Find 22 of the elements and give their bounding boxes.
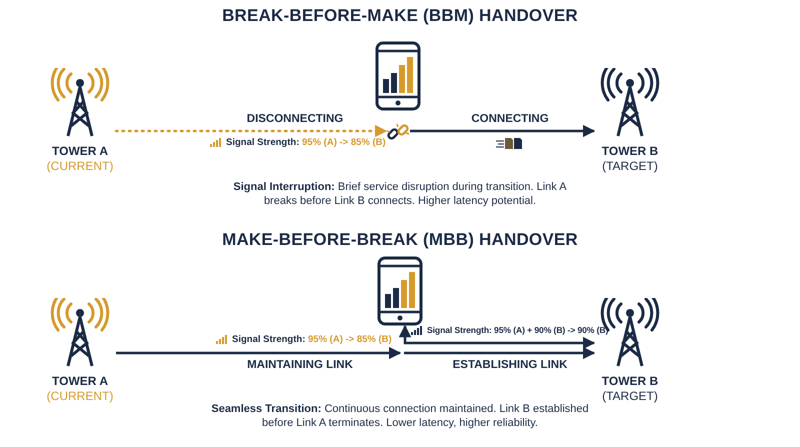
arrow	[398, 324, 596, 350]
description-text: Seamless Transition: Continuous connection maintained. Link B established before Link A terminates. Lower latency, higher reliability.	[210, 402, 590, 430]
arrow	[410, 124, 596, 138]
signal-strength-text: Signal Strength: 95% (A) -> 85% (B)	[232, 334, 392, 345]
tower-name: TOWER B	[602, 144, 658, 159]
tower-role: (CURRENT)	[46, 389, 114, 403]
edge-label: ESTABLISHING LINK	[450, 359, 570, 371]
tower-name: TOWER A	[52, 144, 108, 159]
arrow	[116, 346, 402, 360]
arrow	[404, 346, 596, 360]
edge-label: MAINTAINING LINK	[245, 359, 355, 371]
tower-role: (CURRENT)	[46, 159, 114, 173]
edge-label: DISCONNECTING	[244, 113, 346, 125]
tower-role: (TARGET)	[602, 389, 658, 403]
description-text: Signal Interruption: Brief service disruption during transition. Link A breaks before Link B connects. Higher latency potential.	[232, 180, 568, 208]
edge-label: CONNECTING	[469, 113, 551, 125]
section-heading: MAKE-BEFORE-BREAK (MBB) HANDOVER	[222, 230, 578, 249]
tower-name: TOWER A	[52, 374, 108, 389]
tower-role: (TARGET)	[602, 159, 658, 173]
tower-name: TOWER B	[602, 374, 658, 389]
arrow	[114, 124, 388, 138]
section-heading: BREAK-BEFORE-MAKE (BBM) HANDOVER	[222, 6, 578, 25]
